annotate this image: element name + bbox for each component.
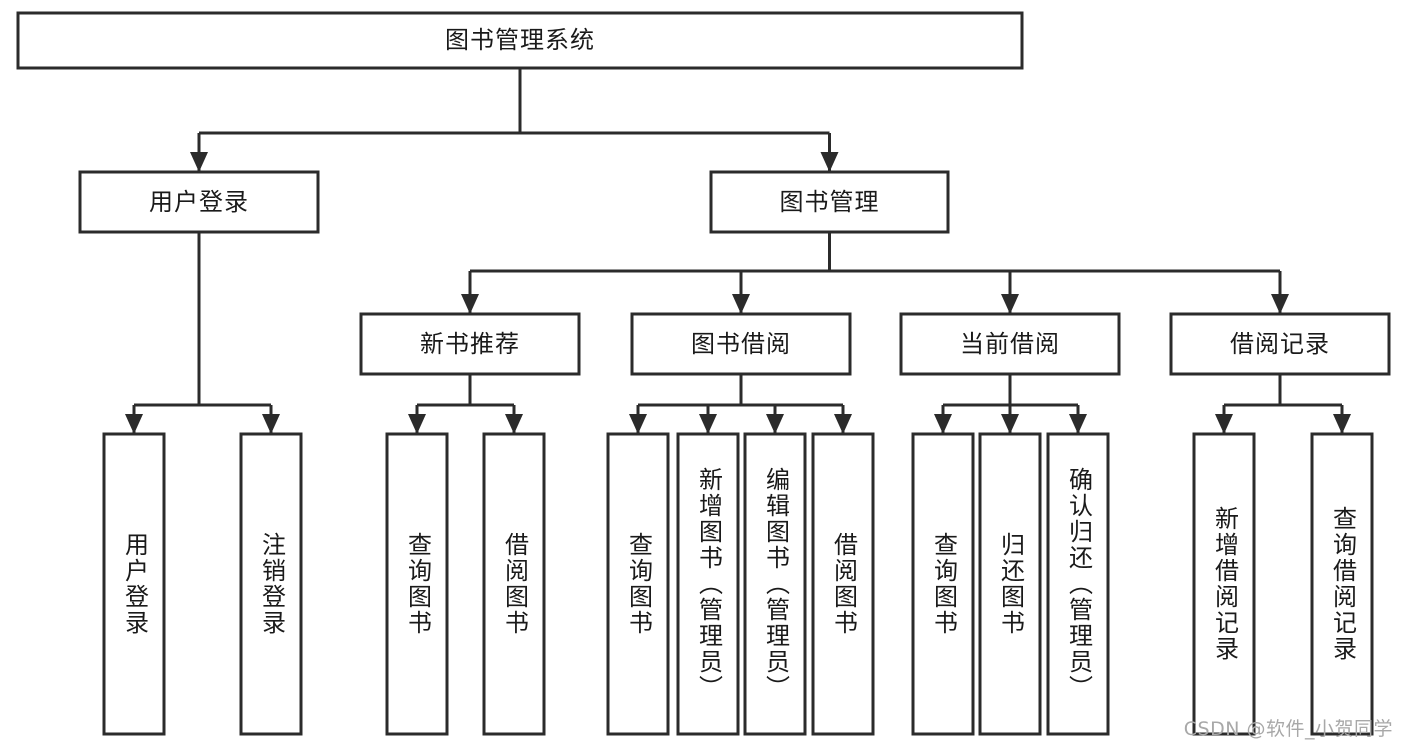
node-box-leaf-add-borrow-record[interactable] bbox=[1192, 432, 1256, 736]
node-box-leaf-query-book-current[interactable] bbox=[911, 432, 975, 736]
nodes-group bbox=[16, 11, 1391, 736]
node-box-borrow-record[interactable] bbox=[1169, 312, 1391, 376]
node-box-book-management[interactable] bbox=[709, 170, 950, 234]
leaves-book-borrow-arrowhead-1 bbox=[699, 414, 717, 434]
node-box-leaf-return-book[interactable] bbox=[978, 432, 1042, 736]
leaves-new-book-recommend-arrowhead-0 bbox=[408, 414, 426, 434]
bookmgmt-to-level3-arrowhead-1 bbox=[732, 294, 750, 314]
node-box-root[interactable] bbox=[16, 11, 1024, 70]
bookmgmt-to-level3-arrowhead-2 bbox=[1001, 294, 1019, 314]
leaves-new-book-recommend-arrowhead-1 bbox=[505, 414, 523, 434]
node-box-leaf-add-book-admin[interactable] bbox=[676, 432, 740, 736]
node-box-leaf-logout-login[interactable] bbox=[239, 432, 303, 736]
node-box-current-borrow[interactable] bbox=[899, 312, 1121, 376]
root-to-level2-arrowhead-1 bbox=[820, 152, 839, 172]
leaves-borrow-record-arrowhead-0 bbox=[1215, 414, 1233, 434]
leaves-borrow-record-arrowhead-1 bbox=[1333, 414, 1351, 434]
node-box-leaf-borrow-book-rec[interactable] bbox=[482, 432, 546, 736]
node-box-leaf-query-book-rec[interactable] bbox=[385, 432, 449, 736]
node-box-leaf-user-login[interactable] bbox=[102, 432, 166, 736]
leaves-current-borrow-arrowhead-2 bbox=[1069, 414, 1087, 434]
node-box-leaf-confirm-return-admin[interactable] bbox=[1046, 432, 1110, 736]
node-box-book-borrow[interactable] bbox=[630, 312, 852, 376]
node-box-new-book-recommend[interactable] bbox=[359, 312, 581, 376]
node-box-leaf-borrow-book[interactable] bbox=[811, 432, 875, 736]
connectors-group bbox=[125, 68, 1351, 434]
csdn-watermark: CSDN @软件_小贺同学 bbox=[1183, 718, 1393, 740]
node-box-user-login[interactable] bbox=[78, 170, 320, 234]
leaves-current-borrow-arrowhead-0 bbox=[934, 414, 952, 434]
node-box-leaf-query-book-borrow[interactable] bbox=[606, 432, 670, 736]
leaves-user-login-arrowhead-1 bbox=[262, 414, 280, 434]
bookmgmt-to-level3-arrowhead-3 bbox=[1271, 294, 1289, 314]
leaves-book-borrow-arrowhead-2 bbox=[766, 414, 784, 434]
root-to-level2-arrowhead-0 bbox=[190, 152, 208, 172]
node-box-leaf-edit-book-admin[interactable] bbox=[743, 432, 807, 736]
node-box-leaf-query-borrow-record[interactable] bbox=[1310, 432, 1374, 736]
leaves-user-login-arrowhead-0 bbox=[125, 414, 143, 434]
leaves-current-borrow-arrowhead-1 bbox=[1001, 414, 1019, 434]
leaves-book-borrow-arrowhead-0 bbox=[629, 414, 647, 434]
bookmgmt-to-level3-arrowhead-0 bbox=[461, 294, 479, 314]
leaves-book-borrow-arrowhead-3 bbox=[834, 414, 852, 434]
